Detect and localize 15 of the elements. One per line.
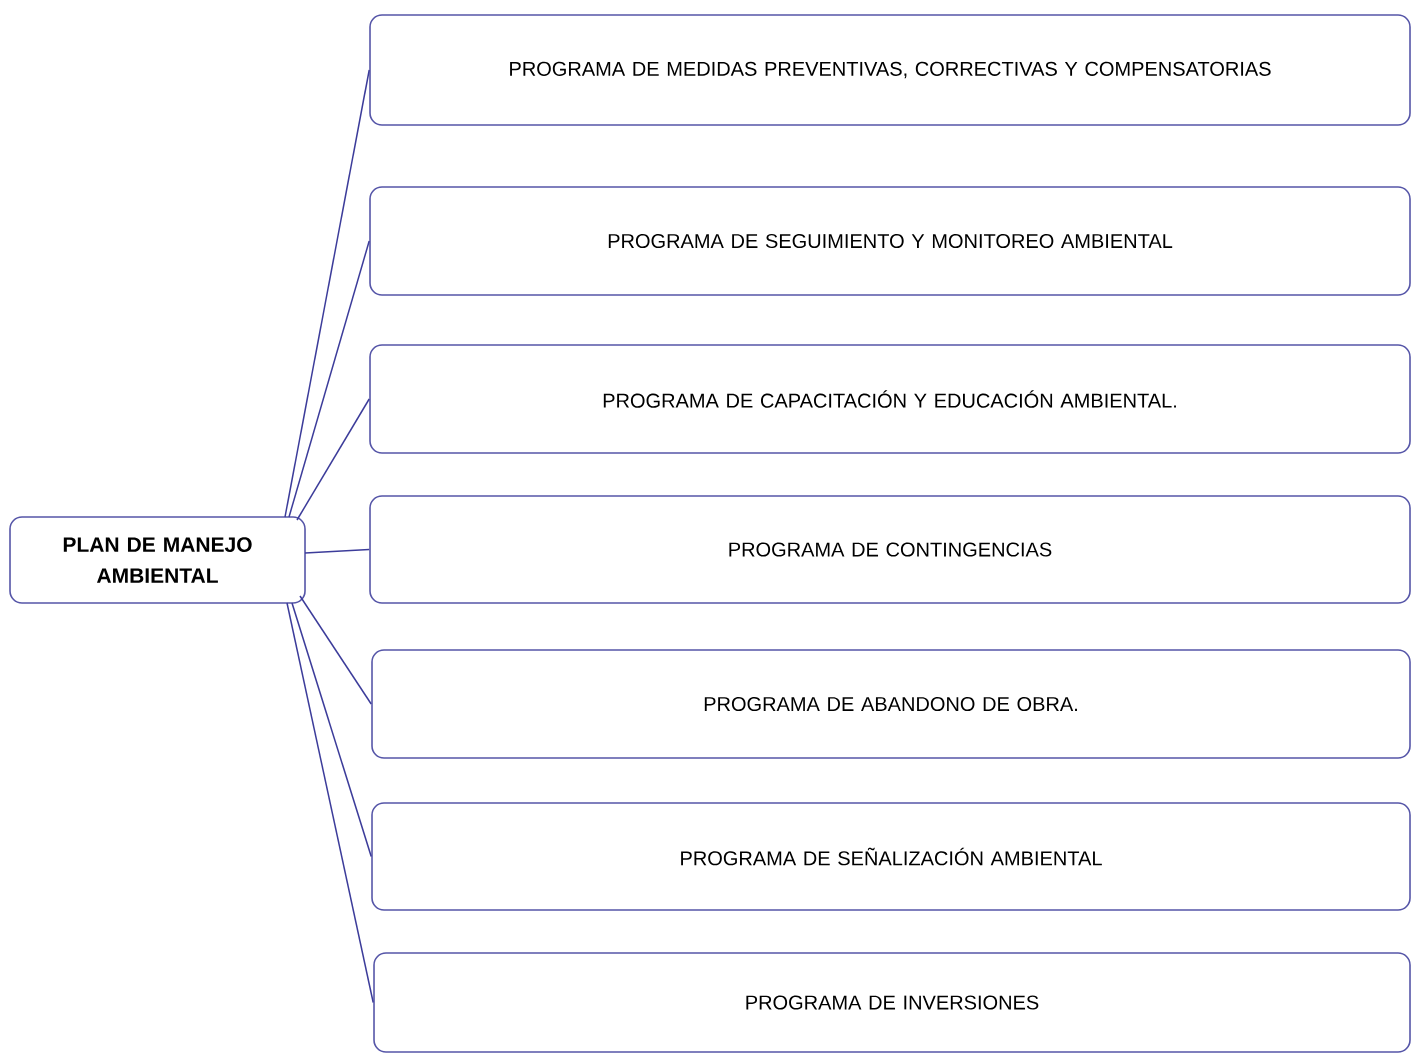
connector-line [304,548,370,554]
program-box: PROGRAMA DE INVERSIONES [373,952,1411,1053]
program-box: PROGRAMA DE SEGUIMIENTO Y MONITOREO AMBIENTAL [369,186,1411,296]
program-box: PROGRAMA DE ABANDONO DE OBRA. [371,649,1411,759]
connector-line [291,602,372,858]
connector-line [296,398,370,521]
program-box: PROGRAMA DE CAPACITACIÓN Y EDUCACIÓN AMBIENTAL. [369,344,1411,454]
connector-line [299,595,372,705]
program-box: PROGRAMA DE SEÑALIZACIÓN AMBIENTAL [371,802,1411,911]
root-box: PLAN DE MANEJO AMBIENTAL [9,516,306,604]
connector-line [286,602,374,1004]
connector-line [288,240,370,518]
program-box: PROGRAMA DE CONTINGENCIAS [369,495,1411,604]
program-box: PROGRAMA DE MEDIDAS PREVENTIVAS, CORRECTIVAS Y COMPENSATORIAS [369,14,1411,126]
connector-line [284,69,370,518]
